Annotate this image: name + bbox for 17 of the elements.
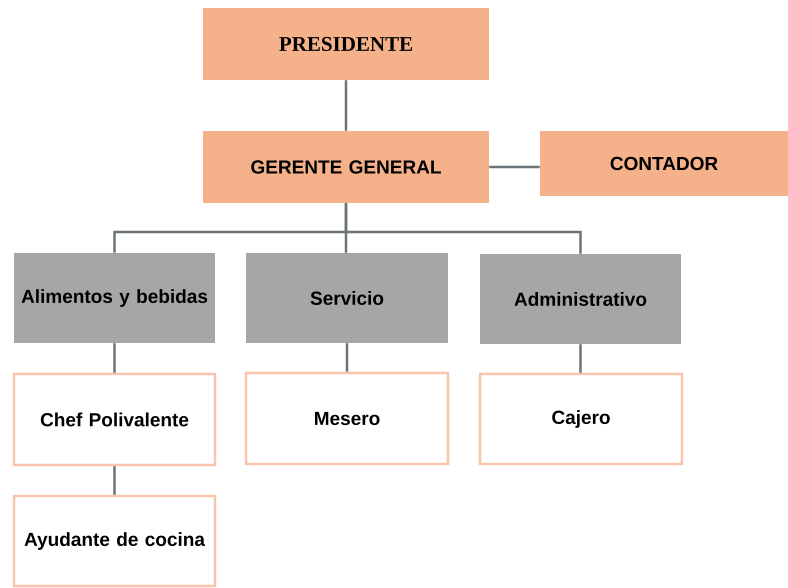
role-box: Mesero xyxy=(244,372,450,466)
title-box: PRESIDENTE xyxy=(203,8,489,80)
role-box: Cajero xyxy=(478,372,684,466)
connector-line xyxy=(579,344,582,373)
department-box: Administrativo xyxy=(480,254,681,344)
connector-line xyxy=(113,343,116,373)
role-box: Chef Polivalente xyxy=(12,372,216,466)
connector-line xyxy=(344,203,582,254)
position-box: CONTADOR xyxy=(540,130,788,196)
connector-line xyxy=(344,80,348,131)
position-box: GERENTE GENERAL xyxy=(203,130,489,203)
department-box: Servicio xyxy=(246,252,448,343)
connector-line xyxy=(113,466,116,495)
connector-line xyxy=(489,166,540,168)
department-box: Alimentos y bebidas xyxy=(14,252,215,343)
connector-line xyxy=(346,343,348,372)
role-box: Ayudante de cocina xyxy=(12,494,216,588)
